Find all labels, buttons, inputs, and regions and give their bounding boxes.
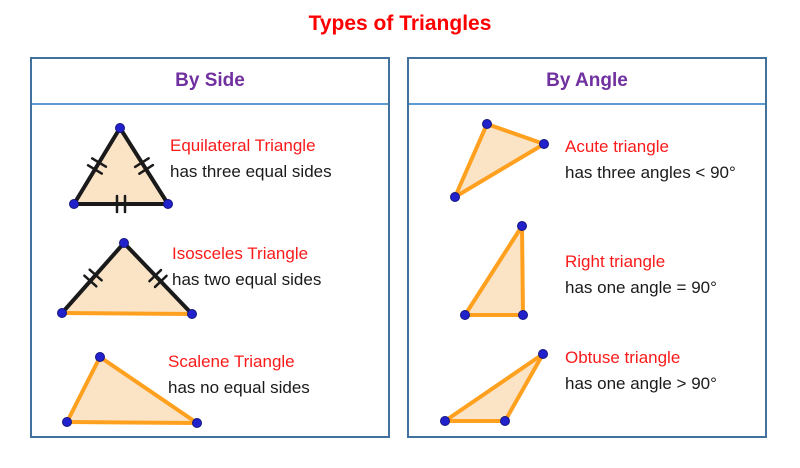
by-side-panel: By Side Equilateral Triangle has three e… [30, 57, 390, 438]
by-angle-panel: By Angle Acute triangle has three angles… [407, 57, 767, 438]
triangle-name-label: Acute triangle [565, 137, 669, 156]
triangle-description: has three equal sides [170, 162, 332, 181]
triangle-name-label: Obtuse triangle [565, 348, 681, 367]
by-side-heading: By Side [32, 59, 388, 105]
by-angle-body: Acute triangle has three angles < 90° Ri… [409, 105, 765, 436]
scalene-triangle-icon [62, 352, 202, 428]
isosceles-triangle-icon [57, 238, 197, 319]
scalene-row-text: Scalene Triangle has no equal sides [168, 349, 310, 401]
by-side-body: Equilateral Triangle has three equal sid… [32, 105, 388, 436]
right-triangle-icon [460, 221, 528, 320]
equilateral-row-text: Equilateral Triangle has three equal sid… [170, 133, 332, 185]
triangle-description: has two equal sides [172, 270, 322, 289]
triangle-name-label: Right triangle [565, 252, 666, 271]
obtuse-triangle-icon [440, 349, 548, 426]
by-angle-heading: By Angle [409, 59, 765, 105]
equilateral-triangle-icon [69, 123, 173, 214]
triangle-name-label: Isosceles Triangle [172, 244, 309, 263]
triangle-description: has three angles < 90° [565, 163, 736, 182]
page-title: Types of Triangles [308, 12, 492, 35]
triangle-description: has one angle > 90° [565, 374, 717, 393]
acute-triangle-icon [450, 119, 549, 202]
acute-row-text: Acute triangle has three angles < 90° [565, 134, 736, 186]
obtuse-row-text: Obtuse triangle has one angle > 90° [565, 345, 717, 397]
isosceles-row-text: Isosceles Triangle has two equal sides [172, 241, 321, 293]
triangle-description: has no equal sides [168, 378, 310, 397]
triangle-name-label: Equilateral Triangle [170, 136, 316, 155]
triangle-name-label: Scalene Triangle [168, 352, 295, 371]
triangle-description: has one angle = 90° [565, 278, 717, 297]
right-row-text: Right triangle has one angle = 90° [565, 249, 717, 301]
